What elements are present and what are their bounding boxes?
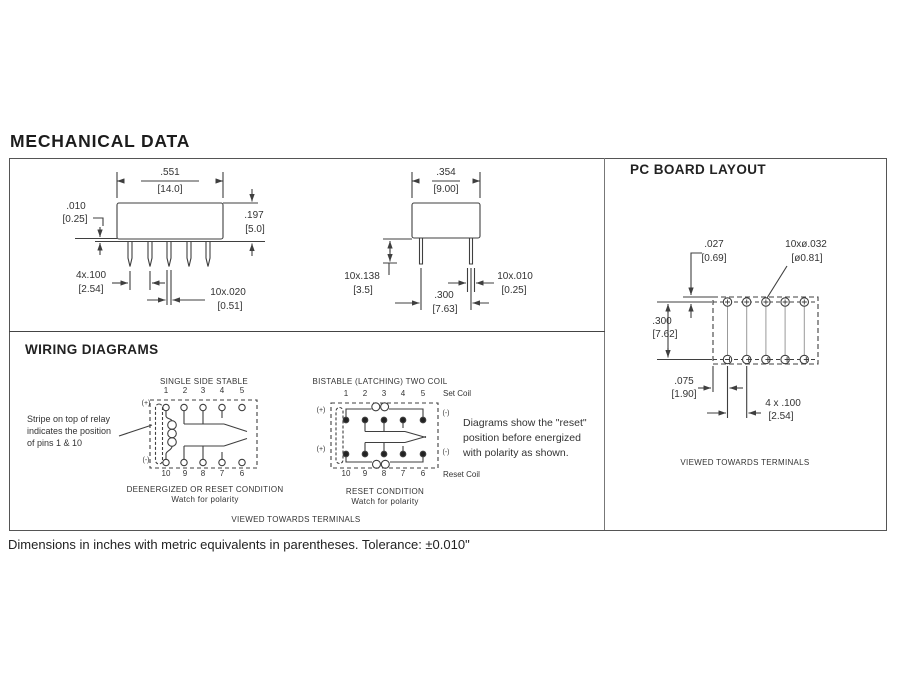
sss-pin-3: 3 bbox=[200, 386, 206, 395]
sss-plus-sign: (+) bbox=[141, 400, 151, 407]
dim-pin-length-mm: [3.5] bbox=[353, 285, 373, 296]
dim-pin-width-in: 10x.020 bbox=[210, 287, 246, 298]
sss-pin-9: 9 bbox=[182, 469, 188, 478]
footer-note: Dimensions in inches with metric equival… bbox=[8, 537, 470, 552]
dim-pin-width-mm: [0.51] bbox=[217, 301, 243, 312]
bistable-minus-bottom: (-) bbox=[442, 449, 450, 456]
dim-pitch-in: 4x.100 bbox=[75, 270, 107, 281]
dim-height-mm: [5.0] bbox=[245, 224, 265, 235]
dim-row-spacing-mm: [7.62] bbox=[652, 329, 678, 340]
bistable-caption-1: RESET CONDITION bbox=[345, 487, 425, 496]
dim-standoff-mm: [0.25] bbox=[62, 214, 88, 225]
bistable-pin-5: 5 bbox=[420, 389, 426, 398]
bistable-plus-top: (+) bbox=[316, 407, 326, 414]
dim-pitch-mm: [2.54] bbox=[78, 284, 104, 295]
dim-edge-margin-in: .075 bbox=[674, 376, 694, 387]
dim-row-spacing-in: .300 bbox=[652, 316, 672, 327]
dim-row-spacing-mm: [7.63] bbox=[432, 304, 458, 315]
pcb-panel-title: PC BOARD LAYOUT bbox=[630, 162, 767, 177]
sss-pin-6: 6 bbox=[239, 469, 245, 478]
bistable-minus-top: (-) bbox=[442, 410, 450, 417]
bistable-label: BISTABLE (LATCHING) TWO COIL bbox=[312, 377, 448, 386]
dim-pin-thickness-mm: [0.25] bbox=[501, 285, 527, 296]
bistable-pin-10: 10 bbox=[341, 469, 351, 478]
wiring-caption: VIEWED TOWARDS TERMINALS bbox=[231, 515, 361, 524]
bistable-pin-3: 3 bbox=[381, 389, 387, 398]
dim-pin-length-in: 10x.138 bbox=[344, 271, 380, 282]
bistable-pin-9: 9 bbox=[362, 469, 368, 478]
bistable-pin-7: 7 bbox=[400, 469, 406, 478]
stripe-note-line-1: Stripe on top of relay bbox=[27, 414, 111, 424]
dim-pad-offset-in: .027 bbox=[704, 239, 724, 250]
set-coil-label: Set Coil bbox=[443, 389, 472, 398]
page-title: MECHANICAL DATA bbox=[10, 131, 191, 151]
dim-pitch-mm: [2.54] bbox=[768, 411, 794, 422]
dim-width-in: .551 bbox=[160, 167, 180, 178]
reset-note-line-1: Diagrams show the "reset" bbox=[463, 417, 587, 429]
panel-divider-horizontal bbox=[9, 330, 605, 332]
stripe-note-line-2: indicates the position bbox=[27, 426, 112, 436]
sss-label: SINGLE SIDE STABLE bbox=[160, 377, 248, 386]
wiring-panel-title: WIRING DIAGRAMS bbox=[25, 342, 159, 357]
dim-hole-mm: [ø0.81] bbox=[791, 253, 823, 264]
dim-edge-margin-mm: [1.90] bbox=[671, 389, 697, 400]
pcb-caption: VIEWED TOWARDS TERMINALS bbox=[680, 458, 810, 467]
sss-pin-7: 7 bbox=[219, 469, 225, 478]
bistable-pin-4: 4 bbox=[400, 389, 406, 398]
bistable-pin-2: 2 bbox=[362, 389, 368, 398]
sss-minus-sign: (-) bbox=[142, 457, 150, 464]
bistable-plus-bottom: (+) bbox=[316, 446, 326, 453]
dim-width-in: .354 bbox=[436, 167, 456, 178]
reset-note-line-2: position before energized bbox=[463, 432, 581, 444]
stripe-note-line-3: of pins 1 & 10 bbox=[27, 438, 83, 448]
sss-pin-4: 4 bbox=[219, 386, 225, 395]
dim-pad-offset-mm: [0.69] bbox=[701, 253, 727, 264]
sss-pin-5: 5 bbox=[239, 386, 245, 395]
reset-coil-label: Reset Coil bbox=[443, 470, 480, 479]
sss-caption-1: DEENERGIZED OR RESET CONDITION bbox=[126, 485, 284, 494]
bistable-pin-6: 6 bbox=[420, 469, 426, 478]
sss-pin-10: 10 bbox=[161, 469, 171, 478]
dim-height-in: .197 bbox=[244, 210, 264, 221]
bistable-pin-8: 8 bbox=[381, 469, 387, 478]
dim-row-spacing-in: .300 bbox=[434, 290, 454, 301]
sss-pin-2: 2 bbox=[182, 386, 188, 395]
sss-pin-8: 8 bbox=[200, 469, 206, 478]
sss-caption-2: Watch for polarity bbox=[171, 495, 239, 504]
dim-width-mm: [14.0] bbox=[157, 184, 183, 195]
bistable-pin-1: 1 bbox=[343, 389, 349, 398]
panel-divider-vertical bbox=[604, 158, 605, 530]
bistable-caption-2: Watch for polarity bbox=[351, 497, 419, 506]
reset-note-line-3: with polarity as shown. bbox=[463, 447, 569, 459]
dim-pitch-in: 4 x .100 bbox=[765, 398, 801, 409]
dim-hole-in: 10xø.032 bbox=[785, 239, 827, 250]
dim-standoff-in: .010 bbox=[66, 201, 86, 212]
sss-pin-1: 1 bbox=[163, 386, 169, 395]
dim-width-mm: [9.00] bbox=[433, 184, 459, 195]
dim-pin-thickness-in: 10x.010 bbox=[497, 271, 533, 282]
content-frame bbox=[9, 158, 887, 531]
